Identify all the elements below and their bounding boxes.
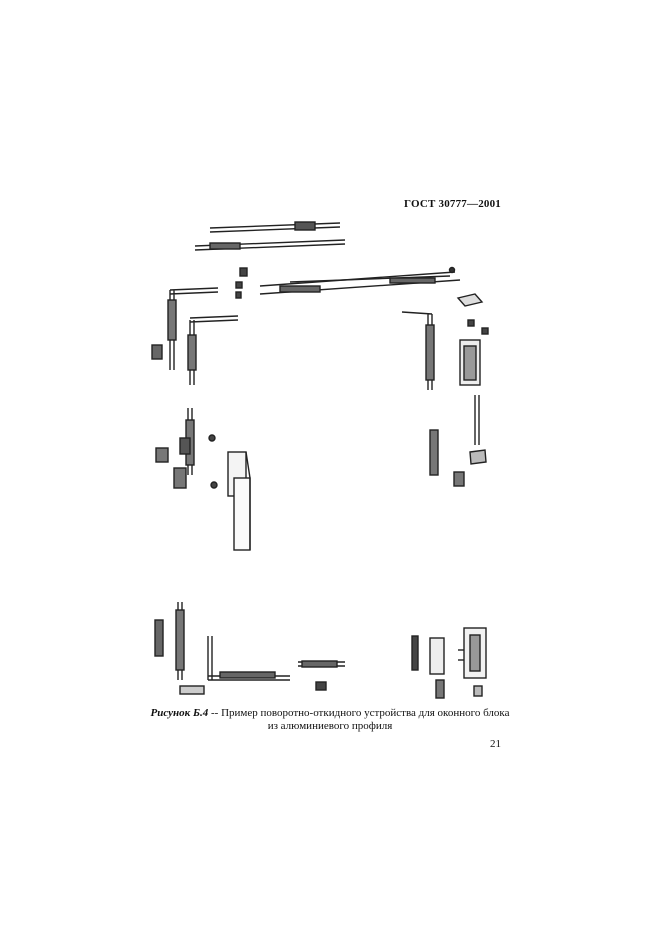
caption-line-1: Рисунок Б.4 -- Пример поворотно-откидног… bbox=[130, 707, 530, 720]
right-hinge-block bbox=[459, 339, 481, 386]
bottom-right-hinge bbox=[411, 627, 487, 679]
caption-line-2: из алюминиевого профиля bbox=[267, 720, 393, 732]
window-handle bbox=[227, 451, 251, 551]
document-header: ГОСТ 30777—2001 bbox=[404, 198, 501, 210]
small-part bbox=[448, 266, 456, 274]
small-part bbox=[179, 437, 191, 455]
small-part bbox=[210, 481, 218, 489]
hardware-figure bbox=[140, 210, 520, 710]
small-part bbox=[435, 679, 445, 699]
small-part bbox=[467, 319, 475, 327]
caption-text-1: Пример поворотно-откидного устройства дл… bbox=[221, 707, 510, 719]
right-lower-fitting bbox=[429, 429, 465, 487]
right-vertical bbox=[401, 311, 435, 390]
figure-label: Рисунок Б.4 bbox=[150, 707, 209, 719]
corner-bracket bbox=[456, 293, 484, 307]
small-part bbox=[173, 467, 187, 489]
small-part bbox=[481, 327, 489, 335]
bottom-angle bbox=[207, 636, 290, 681]
small-part bbox=[155, 447, 169, 463]
figure-caption: Рисунок Б.4 -- Пример поворотно-откидног… bbox=[130, 707, 530, 733]
small-part bbox=[469, 449, 487, 465]
small-part bbox=[208, 434, 216, 442]
caption-separator: -- bbox=[208, 707, 222, 719]
bottom-left-vertical bbox=[154, 602, 185, 680]
small-part bbox=[473, 685, 483, 697]
top-rail-upper bbox=[209, 221, 341, 233]
left-corner-inner bbox=[187, 315, 239, 385]
small-part bbox=[315, 681, 327, 691]
small-part bbox=[179, 685, 205, 695]
small-part bbox=[235, 291, 242, 299]
left-corner-outer bbox=[167, 287, 219, 370]
right-pin bbox=[474, 395, 480, 445]
small-part bbox=[235, 281, 243, 289]
long-rail bbox=[259, 271, 461, 295]
small-part bbox=[151, 344, 163, 360]
small-part bbox=[239, 267, 248, 277]
bottom-rail bbox=[298, 660, 345, 668]
page-number: 21 bbox=[490, 738, 501, 750]
hardware-drawing bbox=[151, 221, 489, 699]
top-rail-lower bbox=[194, 239, 346, 251]
